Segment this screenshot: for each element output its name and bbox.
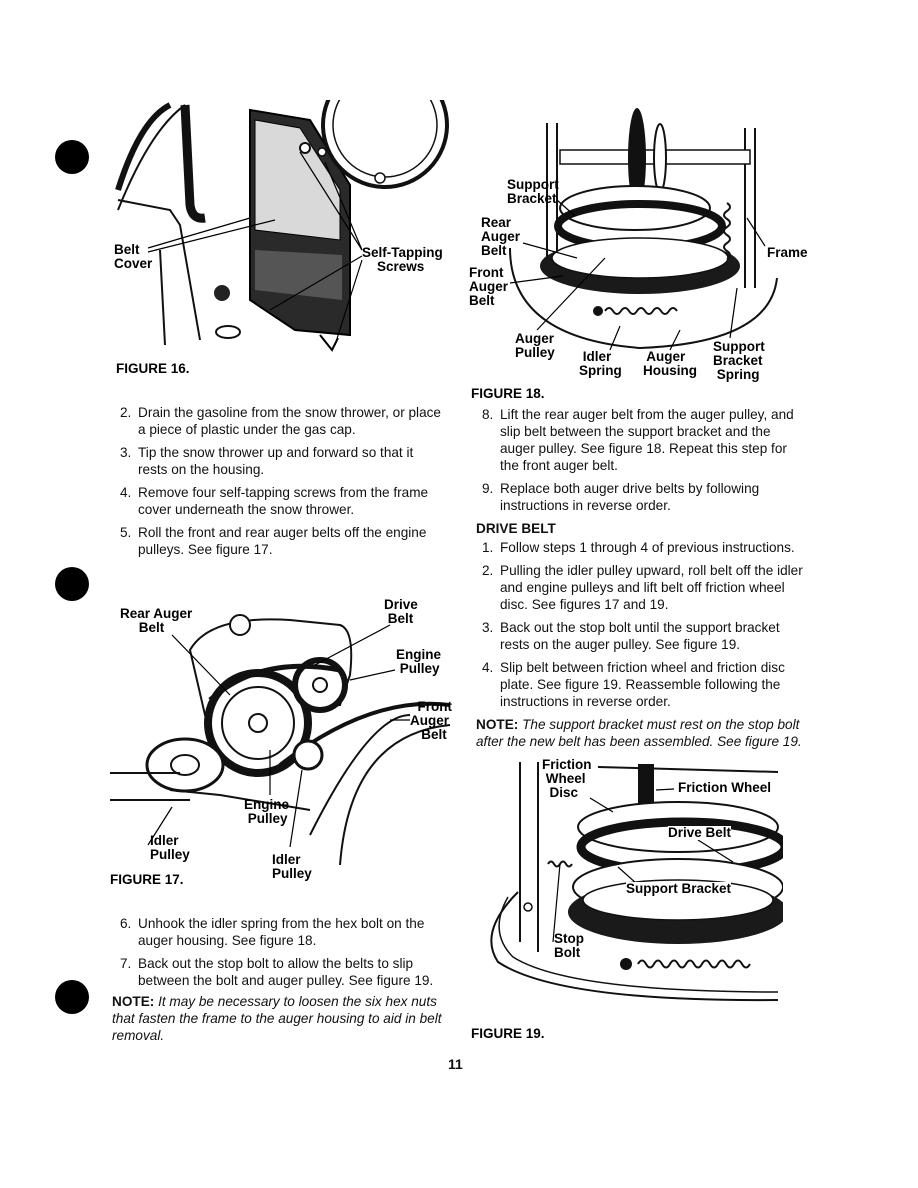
- figure-19-caption: FIGURE 19.: [471, 1026, 545, 1041]
- note-right: NOTE: The support bracket must rest on t…: [476, 717, 802, 749]
- label-support-bracket: Support Bracket: [507, 177, 559, 206]
- drive-step-3: 3.Back out the stop bolt until the suppo…: [482, 620, 780, 652]
- figure-18-illustration: [509, 108, 778, 351]
- figure-18: Support Bracket Rear Auger Belt Frame Fr…: [465, 98, 815, 383]
- binder-hole-middle: [55, 567, 89, 601]
- label-self-tapping-screws: Self-Tapping Screws: [362, 245, 443, 274]
- label-support-bracket-spring: Support Bracket Spring: [713, 339, 765, 382]
- label-friction-wheel: Friction Wheel: [678, 780, 772, 795]
- step-4: 4.Remove four self-tapping screws from t…: [120, 485, 429, 517]
- label-support-bracket: Support Bracket: [626, 881, 732, 896]
- label-idler-pulley-right: Idler Pulley: [272, 852, 312, 881]
- right-column-text: 8.Lift the rear auger belt from the auge…: [476, 406, 808, 750]
- note-left: NOTE: It may be necessary to loosen the …: [112, 994, 442, 1043]
- left-column-steps-a: 2.Drain the gasoline from the snow throw…: [116, 404, 444, 564]
- drive-step-1: 1.Follow steps 1 through 4 of previous i…: [482, 540, 795, 555]
- step-3: 3.Tip the snow thrower up and forward so…: [120, 445, 414, 477]
- label-rear-auger-belt: Rear Auger Belt: [481, 215, 521, 258]
- label-auger-housing: Auger Housing: [643, 349, 697, 378]
- binder-hole-bottom: [55, 980, 89, 1014]
- left-column-steps-b: 6.Unhook the idler spring from the hex b…: [112, 915, 444, 1044]
- step-8: 8.Lift the rear auger belt from the auge…: [482, 407, 794, 473]
- label-auger-pulley: Auger Pulley: [515, 331, 555, 360]
- step-9: 9.Replace both auger drive belts by foll…: [482, 481, 760, 513]
- label-engine-pulley-bottom: Engine Pulley: [244, 797, 290, 826]
- figure-16-caption: FIGURE 16.: [116, 361, 190, 376]
- figure-16: Belt Cover Self-Tapping Screws: [110, 100, 455, 360]
- label-engine-pulley-top: Engine Pulley: [396, 647, 442, 676]
- label-idler-pulley-left: Idler Pulley: [150, 833, 190, 862]
- figure-17: Rear Auger Belt Drive Belt Engine Pulley…: [110, 595, 460, 885]
- drive-step-2: 2.Pulling the idler pulley upward, roll …: [482, 563, 803, 612]
- label-front-auger-belt: Front Auger Belt: [469, 265, 509, 308]
- figure-16-illustration: [115, 100, 449, 355]
- label-belt-cover: Belt Cover: [114, 242, 153, 271]
- label-frame: Frame: [767, 245, 808, 260]
- label-front-auger-belt: Front Auger Belt: [410, 699, 452, 742]
- drive-step-4: 4.Slip belt between friction wheel and f…: [482, 660, 785, 709]
- label-rear-auger-belt: Rear Auger Belt: [120, 606, 193, 635]
- label-friction-wheel-disc: Friction Wheel Disc: [542, 757, 592, 800]
- label-stop-bolt: Stop Bolt: [554, 931, 584, 960]
- figure-17-caption: FIGURE 17.: [110, 872, 184, 887]
- figure-18-caption: FIGURE 18.: [471, 386, 545, 401]
- figure-19: Friction Wheel Disc Friction Wheel Drive…: [478, 752, 783, 1014]
- figure-17-illustration: [110, 614, 451, 866]
- step-2: 2.Drain the gasoline from the snow throw…: [120, 405, 441, 437]
- label-idler-spring: Idler Spring: [579, 349, 622, 378]
- page-number: 11: [448, 1056, 463, 1072]
- step-6: 6.Unhook the idler spring from the hex b…: [120, 916, 425, 948]
- step-5: 5.Roll the front and rear auger belts of…: [120, 525, 427, 557]
- step-7: 7.Back out the stop bolt to allow the be…: [120, 956, 434, 988]
- drive-belt-heading: DRIVE BELT: [476, 521, 556, 536]
- label-drive-belt: Drive Belt: [384, 597, 418, 626]
- label-drive-belt: Drive Belt: [668, 825, 732, 840]
- binder-hole-top: [55, 140, 89, 174]
